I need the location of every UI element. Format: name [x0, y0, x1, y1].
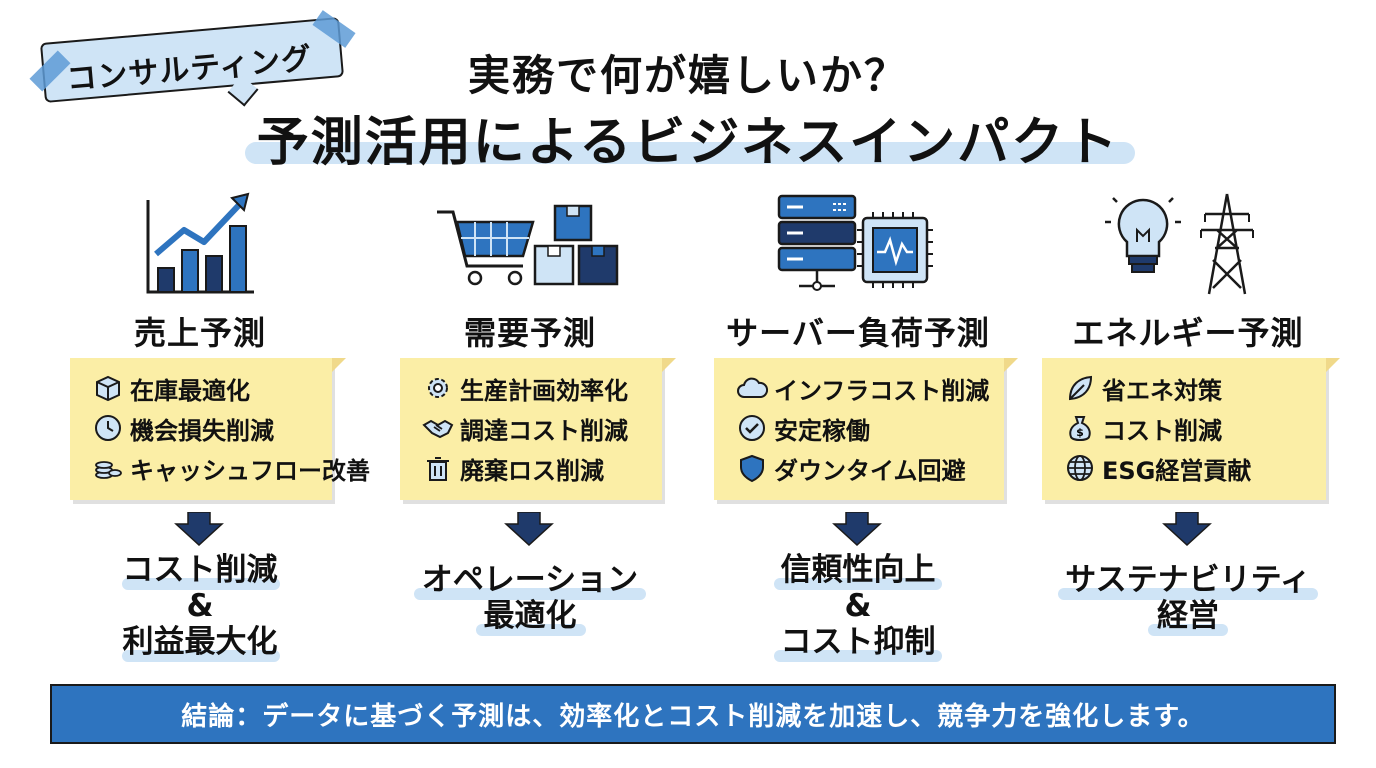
lightbulb-tower-icon	[1028, 190, 1348, 300]
result-line: コスト抑制	[780, 624, 936, 660]
note-fold	[1004, 358, 1018, 372]
gear-icon	[422, 372, 454, 404]
down-arrow-icon	[1162, 512, 1212, 546]
shopping-cart-boxes-icon	[370, 190, 690, 300]
title-highlight	[245, 142, 1135, 164]
result-line: &	[844, 588, 872, 624]
note-item: インフラコスト削減	[736, 370, 989, 406]
check-circle-icon	[736, 412, 768, 444]
note-item: 調達コスト削減	[422, 410, 628, 446]
benefit-note: 生産計画効率化 調達コスト削減 廃棄ロス削減	[400, 358, 676, 500]
note-item: $ コスト削減	[1064, 410, 1222, 446]
note-item-label: 調達コスト削減	[460, 416, 628, 445]
note-item-label: ダウンタイム回避	[774, 456, 966, 485]
result-line: サステナビリティ	[1065, 562, 1311, 598]
note-fold	[332, 358, 346, 372]
box-icon	[92, 372, 124, 404]
column-energy-forecast: エネルギー予測 省エネ対策 $ コスト削減 ESG経営貢献 サステナビリティ 経…	[1028, 190, 1348, 670]
result-text: 信頼性向上 & コスト抑制	[698, 552, 1018, 662]
note-item: 省エネ対策	[1064, 370, 1222, 406]
down-arrow-icon	[504, 512, 554, 546]
down-arrow-icon	[832, 512, 882, 546]
result-line: コスト削減	[122, 552, 278, 588]
benefit-note: インフラコスト削減 安定稼働 ダウンタイム回避	[714, 358, 1018, 500]
note-item: ダウンタイム回避	[736, 450, 966, 486]
result-line: オペレーション	[421, 562, 639, 598]
conclusion-banner: 結論：データに基づく予測は、効率化とコスト削減を加速し、競争力を強化します。	[50, 684, 1336, 744]
note-item: 機会損失削減	[92, 410, 274, 446]
note-item-label: 省エネ対策	[1102, 376, 1222, 405]
note-item: 安定稼働	[736, 410, 870, 446]
note-item: キャッシュフロー改善	[92, 450, 370, 486]
note-item: ESG経営貢献	[1064, 450, 1251, 486]
benefit-note: 在庫最適化 機会損失削減 キャッシュフロー改善	[70, 358, 370, 500]
down-arrow-icon	[174, 512, 224, 546]
result-text: サステナビリティ 経営	[1028, 562, 1348, 636]
handshake-icon	[422, 412, 454, 444]
result-text: コスト削減 & 利益最大化	[40, 552, 360, 662]
conclusion-text: 結論：データに基づく予測は、効率化とコスト削減を加速し、競争力を強化します。	[181, 701, 1205, 732]
column-sales-forecast: 売上予測 在庫最適化 機会損失削減 キャッシュフロー改善 コスト削減 & 利益最…	[40, 190, 370, 670]
result-line: &	[186, 588, 214, 624]
bar-chart-growth-icon	[40, 190, 360, 300]
note-item: 在庫最適化	[92, 370, 250, 406]
note-item-label: 在庫最適化	[130, 376, 250, 405]
note-fold	[662, 358, 676, 372]
globe-icon	[1064, 452, 1096, 484]
note-item: 生産計画効率化	[422, 370, 628, 406]
trash-icon	[422, 452, 454, 484]
cloud-icon	[736, 372, 768, 404]
column-title: 需要予測	[463, 314, 596, 352]
result-line: 経営	[1157, 598, 1219, 634]
note-item: 廃棄ロス削減	[422, 450, 604, 486]
shield-icon	[736, 452, 768, 484]
column-title: エネルギー予測	[1072, 314, 1304, 352]
note-item-label: 生産計画効率化	[460, 376, 628, 405]
note-item-label: インフラコスト削減	[774, 376, 990, 405]
note-item-label: コスト削減	[1102, 416, 1222, 445]
money-bag-icon: $	[1064, 412, 1096, 444]
note-item-label: 機会損失削減	[130, 416, 274, 445]
column-server-load-forecast: サーバー負荷予測 インフラコスト削減 安定稼働 ダウンタイム回避 信頼性向上 &…	[698, 190, 1018, 670]
coins-icon	[92, 452, 124, 484]
note-item-label: キャッシュフロー改善	[130, 456, 370, 485]
note-item-label: 安定稼働	[774, 416, 870, 445]
svg-text:$: $	[1076, 426, 1084, 439]
column-title: サーバー負荷予測	[726, 314, 990, 352]
clock-icon	[92, 412, 124, 444]
server-chip-icon	[698, 190, 1018, 300]
result-line: 信頼性向上	[780, 552, 936, 588]
result-text: オペレーション 最適化	[370, 562, 690, 636]
leaf-icon	[1064, 372, 1096, 404]
result-line: 利益最大化	[122, 624, 278, 660]
note-fold	[1326, 358, 1340, 372]
title-line2: 予測活用によるビジネスインパクト	[256, 113, 1120, 173]
column-title: 売上予測	[133, 314, 266, 352]
note-item-label: ESG経営貢献	[1102, 456, 1252, 485]
benefit-note: 省エネ対策 $ コスト削減 ESG経営貢献	[1042, 358, 1340, 500]
note-item-label: 廃棄ロス削減	[460, 456, 604, 485]
column-demand-forecast: 需要予測 生産計画効率化 調達コスト削減 廃棄ロス削減 オペレーション 最適化	[370, 190, 690, 670]
result-line: 最適化	[483, 598, 577, 634]
title-line1: 実務で何が嬉しいか？	[467, 51, 908, 100]
